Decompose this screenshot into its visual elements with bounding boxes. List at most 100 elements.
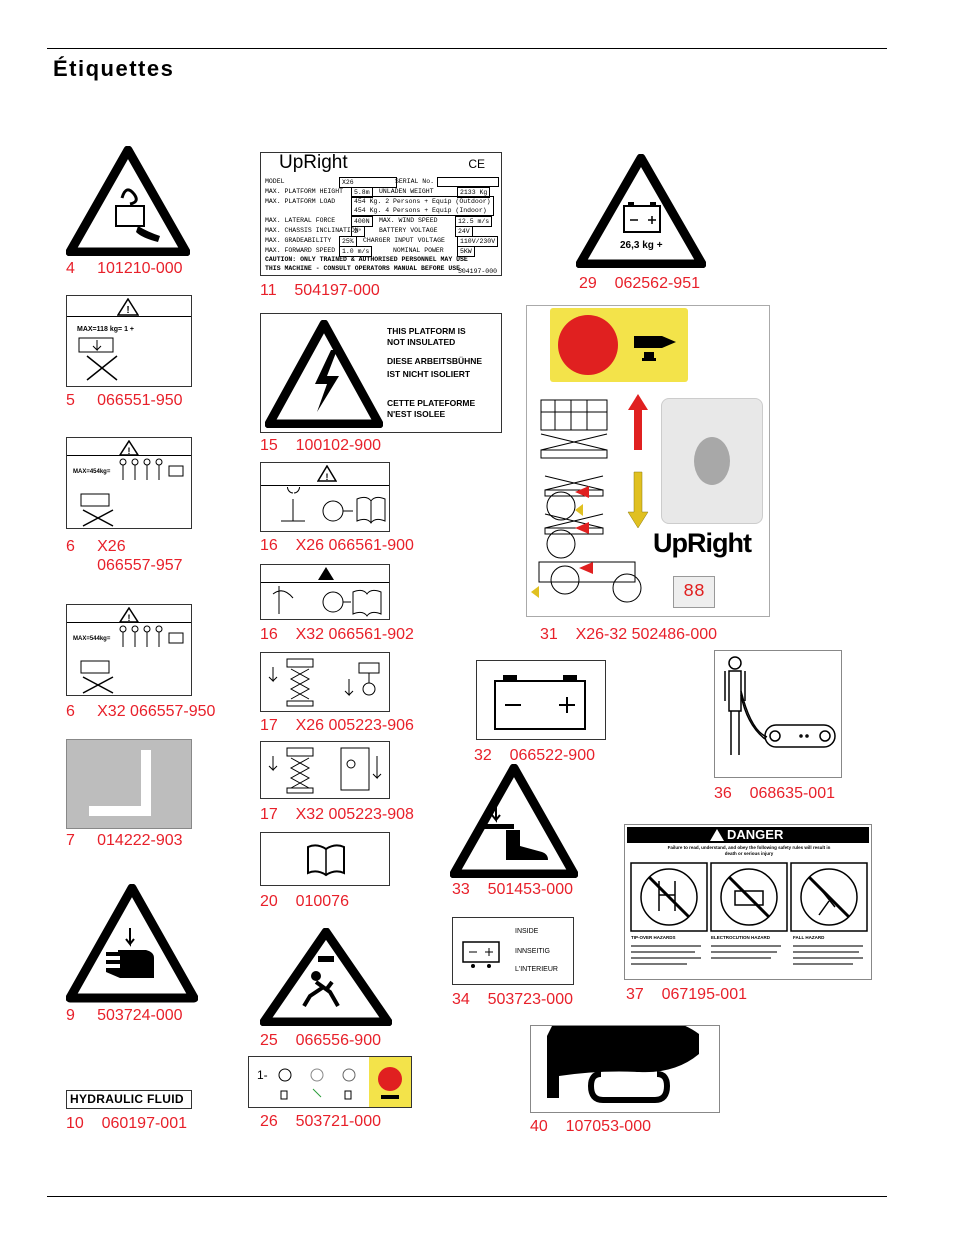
inside-text-fr: L'INTERIEUR (515, 966, 558, 973)
label-17-x26-caption: 17 X26 005223-906 (260, 717, 414, 734)
upright-logo-text: UpRight (653, 528, 752, 558)
plate-load-line2: 454 Kg. 4 Persons + Equip (Indoor) (354, 207, 487, 214)
label-5-caption: 5 066551-950 (66, 392, 183, 409)
label-26-caption: 26 503721-000 (260, 1113, 381, 1130)
label-17-x26-sticker (260, 652, 390, 712)
four-person-load-icon (80, 458, 184, 527)
plate-charger-value: 110V/230V (457, 236, 499, 247)
insulation-line-3: DIESE ARBEITSBÜHNE (387, 356, 483, 366)
plate-wind-label: MAX. WIND SPEED (379, 217, 438, 224)
label-6-x26-load-text: MAX=454kg= (73, 469, 111, 475)
four-person-load-icon (80, 625, 184, 694)
label-6-x32-load-text: MAX=544kg= (73, 636, 111, 642)
label-9-caption: 9 503724-000 (66, 1007, 183, 1024)
estop-panel (369, 1057, 411, 1107)
safety-harness-icon (724, 656, 836, 755)
label-10-caption: 10 060197-001 (66, 1115, 187, 1132)
up-down-arrows-icon (627, 394, 649, 529)
label-36-caption: 36 068635-001 (714, 785, 835, 802)
plate-serial-label: SERIAL No. (395, 178, 435, 185)
upright-brand-text: UpRight (279, 152, 348, 173)
foot-crush-warning-icon (450, 764, 578, 878)
label-40-caption: 40 107053-000 (530, 1118, 651, 1135)
bracket-shape-icon (89, 750, 151, 816)
label-31-caption: 31 X26-32 502486-000 (540, 626, 718, 643)
warning-triangle-icon: ! (117, 298, 139, 316)
label-20-manual-sticker (260, 832, 390, 886)
lowering-instruction-icons (268, 747, 382, 794)
battery-acid-warning-icon (66, 146, 190, 256)
plate-charger-label: CHARGER INPUT VOLTAGE (363, 237, 445, 244)
joystick-panel (661, 398, 763, 524)
plate-part-number: 504197-000 (457, 268, 497, 275)
control-sequence-icons: 1- (257, 1068, 356, 1100)
battery-weight-text: 26,3 kg + (620, 240, 663, 251)
plate-incline-value: 2° (351, 226, 365, 237)
bottom-rule (47, 1196, 887, 1197)
label-11-caption: 11 504197-000 (260, 282, 380, 299)
danger-subtitle: Failure to read, understand, and obey th… (667, 845, 831, 856)
warning-triangle-icon (318, 567, 334, 580)
label-16-x26-sticker: ! (260, 462, 390, 532)
label-32-battery-sticker (476, 660, 606, 740)
svg-text:!: ! (128, 613, 131, 623)
fall-hazard-warning-icon (260, 928, 392, 1026)
label-36-harness-sticker (714, 650, 842, 778)
plate-speed-label: MAX. FORWARD SPEED (265, 247, 336, 254)
warning-triangle-icon: ! (119, 607, 139, 623)
label-26-sticker: 1- (248, 1056, 412, 1108)
plate-grade-label: MAX. GRADEABILITY (265, 237, 332, 244)
danger-col-1: TIP-OVER HAZARDS (631, 935, 676, 940)
estop-yellow-panel (550, 308, 688, 382)
label-6-x26-caption: 6 X26 066557-957 (66, 538, 183, 574)
inside-text-en: INSIDE (515, 928, 539, 935)
label-5-load-text: MAX=118 kg= 1 + (77, 326, 135, 333)
insulation-line-1: THIS PLATFORM IS (387, 326, 466, 336)
svg-text:!: ! (128, 446, 131, 456)
manual-book-icon (307, 844, 345, 877)
warning-triangle-icon (710, 829, 724, 841)
label-20-caption: 20 010076 (260, 893, 349, 910)
plate-power-value: 5KW (457, 246, 475, 257)
danger-prohibition-icons (630, 862, 868, 932)
svg-text:!: ! (126, 305, 129, 316)
insulation-line-6: N'EST ISOLEE (387, 409, 446, 419)
label-11-data-plate: UpRight CE MODEL X26 SERIAL No. MAX. PLA… (260, 152, 502, 276)
emergency-stop-icon (378, 1067, 402, 1099)
manual-consult-icons (281, 487, 386, 524)
insulation-line-5: CETTE PLATEFORME (387, 398, 476, 408)
lift-levels-diagram (531, 399, 642, 603)
label-34-caption: 34 503723-000 (452, 991, 573, 1008)
insulation-line-2: NOT INSULATED (387, 337, 456, 347)
plate-weight-value: 2133 Kg (457, 187, 491, 198)
inside-text-de: INNSEITIG (515, 948, 551, 955)
label-16-x32-caption: 16 X32 066561-902 (260, 626, 414, 643)
label-17-x32-caption: 17 X32 005223-908 (260, 806, 414, 823)
manual-consult-icons (272, 586, 382, 617)
danger-heading: DANGER (727, 827, 784, 842)
danger-fine-print (631, 945, 863, 965)
scissor-lift-icon (78, 337, 118, 381)
plate-battery-label: BATTERY VOLTAGE (379, 227, 438, 234)
battery-icon (494, 675, 586, 730)
label-4-caption: 4 101210-000 (66, 260, 183, 277)
plate-power-label: NOMINAL POWER (393, 247, 444, 254)
danger-col-2: ELECTROCUTION HAZARD (711, 935, 770, 940)
label-29-caption: 29 062562-951 (579, 275, 700, 292)
label-25-caption: 25 066556-900 (260, 1032, 381, 1049)
plate-serial-box (437, 177, 499, 187)
label-32-caption: 32 066522-900 (474, 747, 595, 764)
plate-load-line1: 454 Kg. 2 Persons + Equip (Outdoor) (354, 198, 491, 205)
joystick-icon (694, 437, 730, 485)
hydraulic-fluid-text: HYDRAULIC FLUID (70, 1092, 184, 1106)
label-33-caption: 33 501453-000 (452, 881, 573, 898)
electrical-hazard-icon (265, 320, 383, 428)
label-6-x26-load-sticker: ! MAX=454kg= (66, 437, 192, 529)
plate-model-label: MODEL (265, 178, 285, 185)
label-15-caption: 15 100102-900 (260, 437, 381, 454)
label-16-x32-sticker (260, 564, 390, 620)
label-6-x32-caption: 6 X32 066557-950 (66, 703, 216, 720)
insulation-line-4: IST NICHT ISOLIERT (387, 369, 471, 379)
horn-icon (547, 1012, 699, 1103)
emergency-stop-icon (558, 315, 676, 375)
